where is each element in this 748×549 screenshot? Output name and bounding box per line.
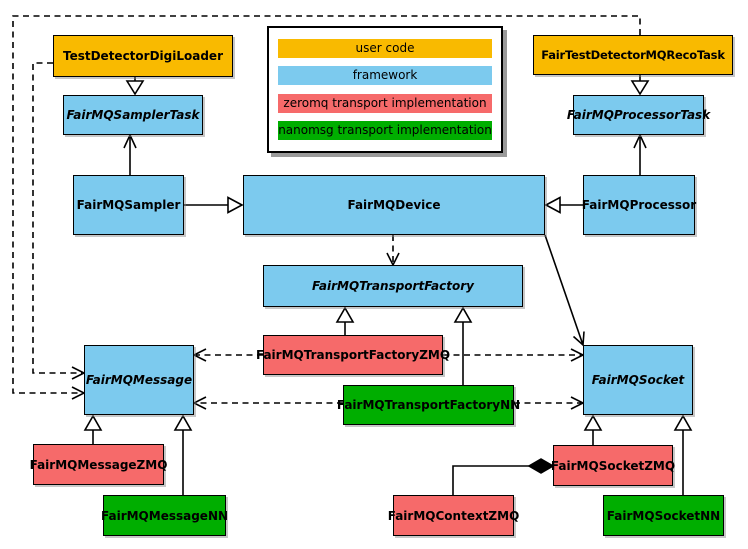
edge-inherit-messagezmq-message	[83, 414, 103, 444]
edge-inherit-socketzmq-socket	[583, 414, 603, 445]
node-fairmqmessage: FairMQMessage	[84, 345, 194, 415]
edge-inherit-sampler-device	[184, 196, 244, 214]
node-testdetectordigiloader: TestDetectorDigiLoader	[53, 35, 233, 77]
edge-inherit-socketnn-socket	[673, 414, 693, 495]
legend-item-nanomsg: nanomsg transport implementation	[278, 121, 492, 141]
node-fairmqsocket: FairMQSocket	[583, 345, 693, 415]
node-fairmqtransportfactorynn: FairMQTransportFactoryNN	[337, 385, 520, 425]
legend-item-user-code: user code	[278, 38, 492, 58]
edge-inherit-factorynn-transportfactory	[453, 306, 473, 385]
node-fairmqtransportfactory: FairMQTransportFactory	[263, 265, 523, 307]
legend-item-framework: framework	[278, 66, 492, 86]
node-fairmqsocketzmq: FairMQSocketZMQ	[551, 445, 675, 486]
edge-dep-factoryzmq-message	[192, 348, 263, 362]
edge-dep-device-transportfactory	[386, 235, 400, 267]
node-fairmqdevice: FairMQDevice	[243, 175, 545, 235]
node-fairmqsampler: FairMQSampler	[73, 175, 184, 235]
node-fairmqmessagezmq: FairMQMessageZMQ	[30, 444, 167, 485]
edge-arrow-device-socket	[544, 234, 585, 347]
node-fairmqsocketnn: FairMQSocketNN	[603, 495, 724, 536]
node-fairmqsamplertask: FairMQSamplerTask	[63, 95, 203, 135]
edge-inherit-recotask-processortask	[630, 75, 650, 96]
edge-dep-factoryzmq-socket	[443, 348, 585, 362]
edge-comp-contextzmq-socketzmq	[452, 458, 555, 495]
edge-inherit-factoryzmq-transportfactory	[335, 306, 355, 335]
edge-inherit-digiloader-samplertask	[125, 77, 145, 96]
edge-arrow-sampler-samplertask	[123, 133, 137, 175]
edge-inherit-processor-device	[544, 196, 583, 214]
edge-arrow-processor-processortask	[633, 133, 647, 175]
node-fairmqtransportfactoryzmq: FairMQTransportFactoryZMQ	[256, 335, 450, 375]
node-fairmqmessagenn: FairMQMessageNN	[101, 495, 228, 536]
edge-dep-factorynn-message	[192, 396, 343, 410]
node-fairmqprocessor: FairMQProcessor	[582, 175, 696, 235]
edge-inherit-messagenn-message	[173, 414, 193, 495]
node-fairtestdetectormqrecotask: FairTestDetectorMQRecoTask	[533, 35, 733, 75]
legend: user code framework zeromq transport imp…	[267, 26, 503, 153]
legend-item-zeromq: zeromq transport implementation	[278, 93, 492, 113]
node-fairmqcontextzmq: FairMQContextZMQ	[388, 495, 519, 536]
edge-dep-factorynn-socket	[514, 396, 585, 410]
node-fairmqprocessortask: FairMQProcessorTask	[567, 95, 710, 135]
